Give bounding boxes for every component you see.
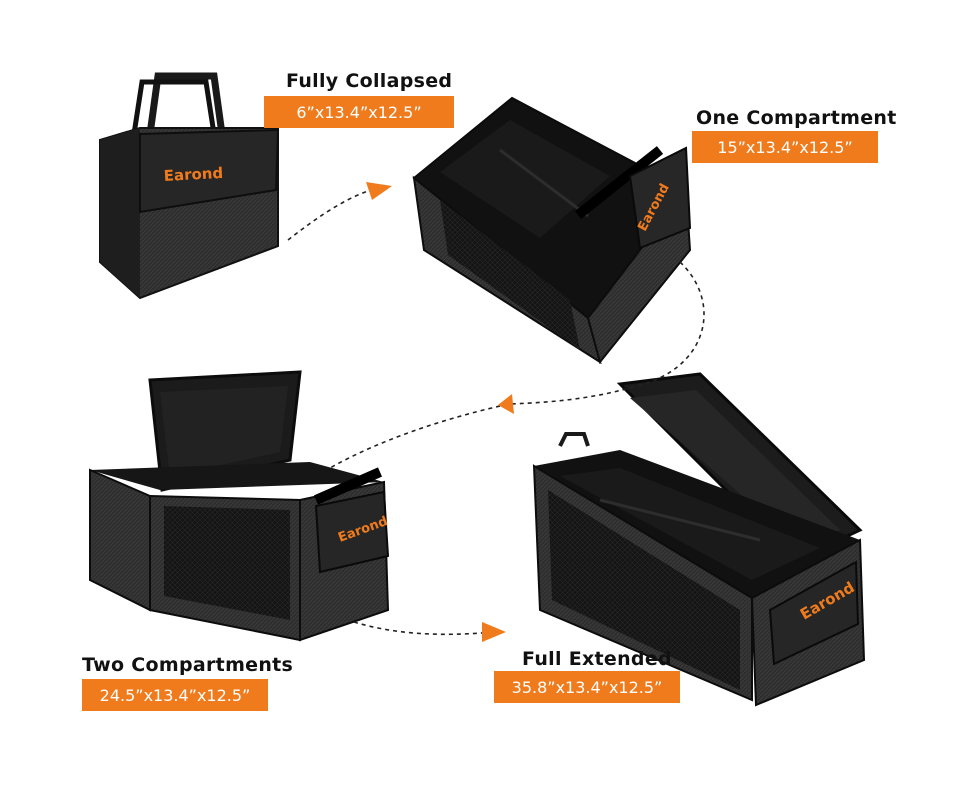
collapsed-brand-label: Earond (163, 164, 223, 185)
stage-title-full-extended: Full Extended (522, 648, 672, 670)
two-compartments-organizer: Earond (89, 370, 390, 642)
stage-dimensions-fully-collapsed: 6”x13.4”x12.5” (264, 96, 454, 128)
stage-title-fully-collapsed: Fully Collapsed (286, 70, 453, 92)
full-extended-organizer: Earond (532, 372, 866, 707)
arrow-two-curve (329, 405, 501, 469)
stage-dimensions-one-compartment: 15”x13.4”x12.5” (692, 131, 878, 163)
arrowhead-3 (482, 622, 506, 642)
stage-dimensions-two-compartments: 24.5”x13.4”x12.5” (82, 679, 268, 711)
arrow-two-to-full (353, 621, 495, 636)
arrowhead-1 (366, 182, 392, 200)
stage-title-one-compartment: One Compartment (696, 107, 897, 129)
arrowheads (366, 182, 514, 642)
arrow-one-to-two (509, 261, 705, 405)
arrowhead-2 (498, 394, 514, 414)
one-compartment-organizer: Earond (412, 96, 692, 365)
collapsed-organizer: Earond (99, 72, 280, 300)
stage-title-two-compartments: Two Compartments (82, 654, 294, 676)
arrow-collapsed-to-one (287, 187, 379, 241)
flow-arrows (287, 187, 705, 636)
stage-dimensions-full-extended: 35.8”x13.4”x12.5” (494, 671, 680, 703)
